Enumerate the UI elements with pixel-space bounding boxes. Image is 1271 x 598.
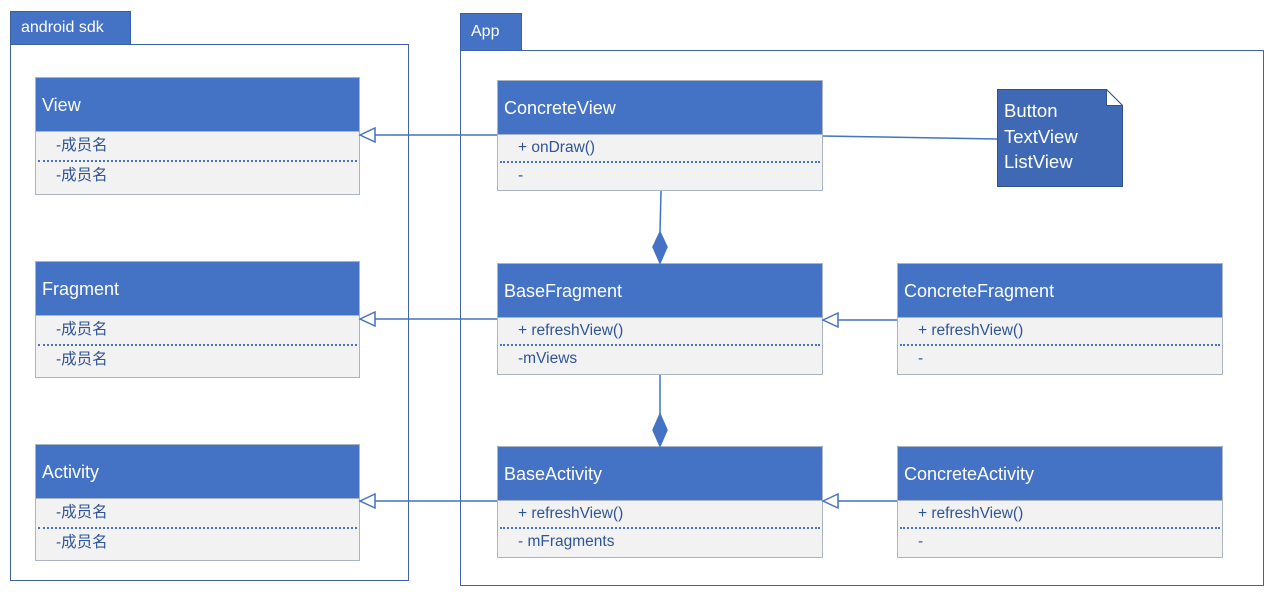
note-line: Button bbox=[1004, 100, 1058, 121]
generalization-arrowhead bbox=[358, 126, 376, 144]
method-row: + refreshView() bbox=[518, 505, 624, 522]
attribute-row: -成员名 bbox=[56, 351, 108, 368]
member-separator bbox=[900, 344, 1220, 346]
attribute-row: -成员名 bbox=[56, 167, 108, 184]
package-frame-android-sdk bbox=[10, 44, 409, 581]
class-fragment: Fragment -成员名 -成员名 bbox=[35, 261, 360, 378]
class-concrete-activity: ConcreteActivity + refreshView() - bbox=[897, 446, 1223, 558]
method-row: + refreshView() bbox=[918, 322, 1024, 339]
package-tab-android-sdk: android sdk bbox=[10, 11, 131, 45]
attribute-separator bbox=[38, 344, 357, 346]
class-name-concrete-view: ConcreteView bbox=[498, 81, 822, 135]
attribute-row: -成员名 bbox=[56, 504, 108, 521]
class-name-view: View bbox=[36, 78, 359, 132]
member-separator bbox=[500, 527, 820, 529]
class-concrete-fragment: ConcreteFragment + refreshView() - bbox=[897, 263, 1223, 375]
class-name-activity: Activity bbox=[36, 445, 359, 499]
attribute-row: -成员名 bbox=[56, 321, 108, 338]
package-label-android-sdk: android sdk bbox=[21, 19, 104, 36]
composition-diamond bbox=[652, 412, 668, 448]
package-frame-app bbox=[460, 50, 1264, 586]
generalization-arrowhead bbox=[358, 492, 376, 510]
note-shape bbox=[997, 89, 1123, 187]
class-base-activity: BaseActivity + refreshView() - mFragment… bbox=[497, 446, 823, 558]
member-separator bbox=[900, 527, 1220, 529]
attribute-row: -mViews bbox=[518, 350, 578, 367]
member-separator bbox=[500, 344, 820, 346]
attribute-row: -成员名 bbox=[56, 137, 108, 154]
method-row: + onDraw() bbox=[518, 139, 596, 156]
composition-diamond bbox=[652, 230, 668, 265]
class-name-fragment: Fragment bbox=[36, 262, 359, 316]
note: Button TextView ListView bbox=[997, 89, 1123, 187]
note-line: TextView bbox=[1004, 125, 1078, 147]
class-name-base-activity: BaseActivity bbox=[498, 447, 822, 501]
note-line: ListView bbox=[1004, 151, 1073, 172]
class-base-fragment: BaseFragment + refreshView() -mViews bbox=[497, 263, 823, 375]
class-name-base-fragment: BaseFragment bbox=[498, 264, 822, 318]
attribute-row: - mFragments bbox=[518, 533, 615, 550]
attribute-row: - bbox=[518, 167, 524, 184]
attribute-row: - bbox=[918, 533, 924, 550]
attribute-separator bbox=[38, 160, 357, 162]
class-name-concrete-activity: ConcreteActivity bbox=[898, 447, 1222, 501]
class-concrete-view: ConcreteView + onDraw() - bbox=[497, 80, 823, 191]
method-row: + refreshView() bbox=[918, 505, 1024, 522]
generalization-arrowhead bbox=[821, 492, 839, 510]
member-separator bbox=[500, 161, 820, 163]
attribute-separator bbox=[38, 527, 357, 529]
class-activity: Activity -成员名 -成员名 bbox=[35, 444, 360, 561]
composition-line bbox=[659, 190, 662, 233]
generalization-arrowhead bbox=[821, 311, 839, 329]
attribute-row: -成员名 bbox=[56, 534, 108, 551]
attribute-row: - bbox=[918, 350, 924, 367]
note-link-line bbox=[822, 135, 998, 140]
package-label-app: App bbox=[471, 23, 500, 40]
method-row: + refreshView() bbox=[518, 322, 624, 339]
class-view: View -成员名 -成员名 bbox=[35, 77, 360, 195]
class-name-concrete-fragment: ConcreteFragment bbox=[898, 264, 1222, 318]
generalization-arrowhead bbox=[358, 310, 376, 328]
